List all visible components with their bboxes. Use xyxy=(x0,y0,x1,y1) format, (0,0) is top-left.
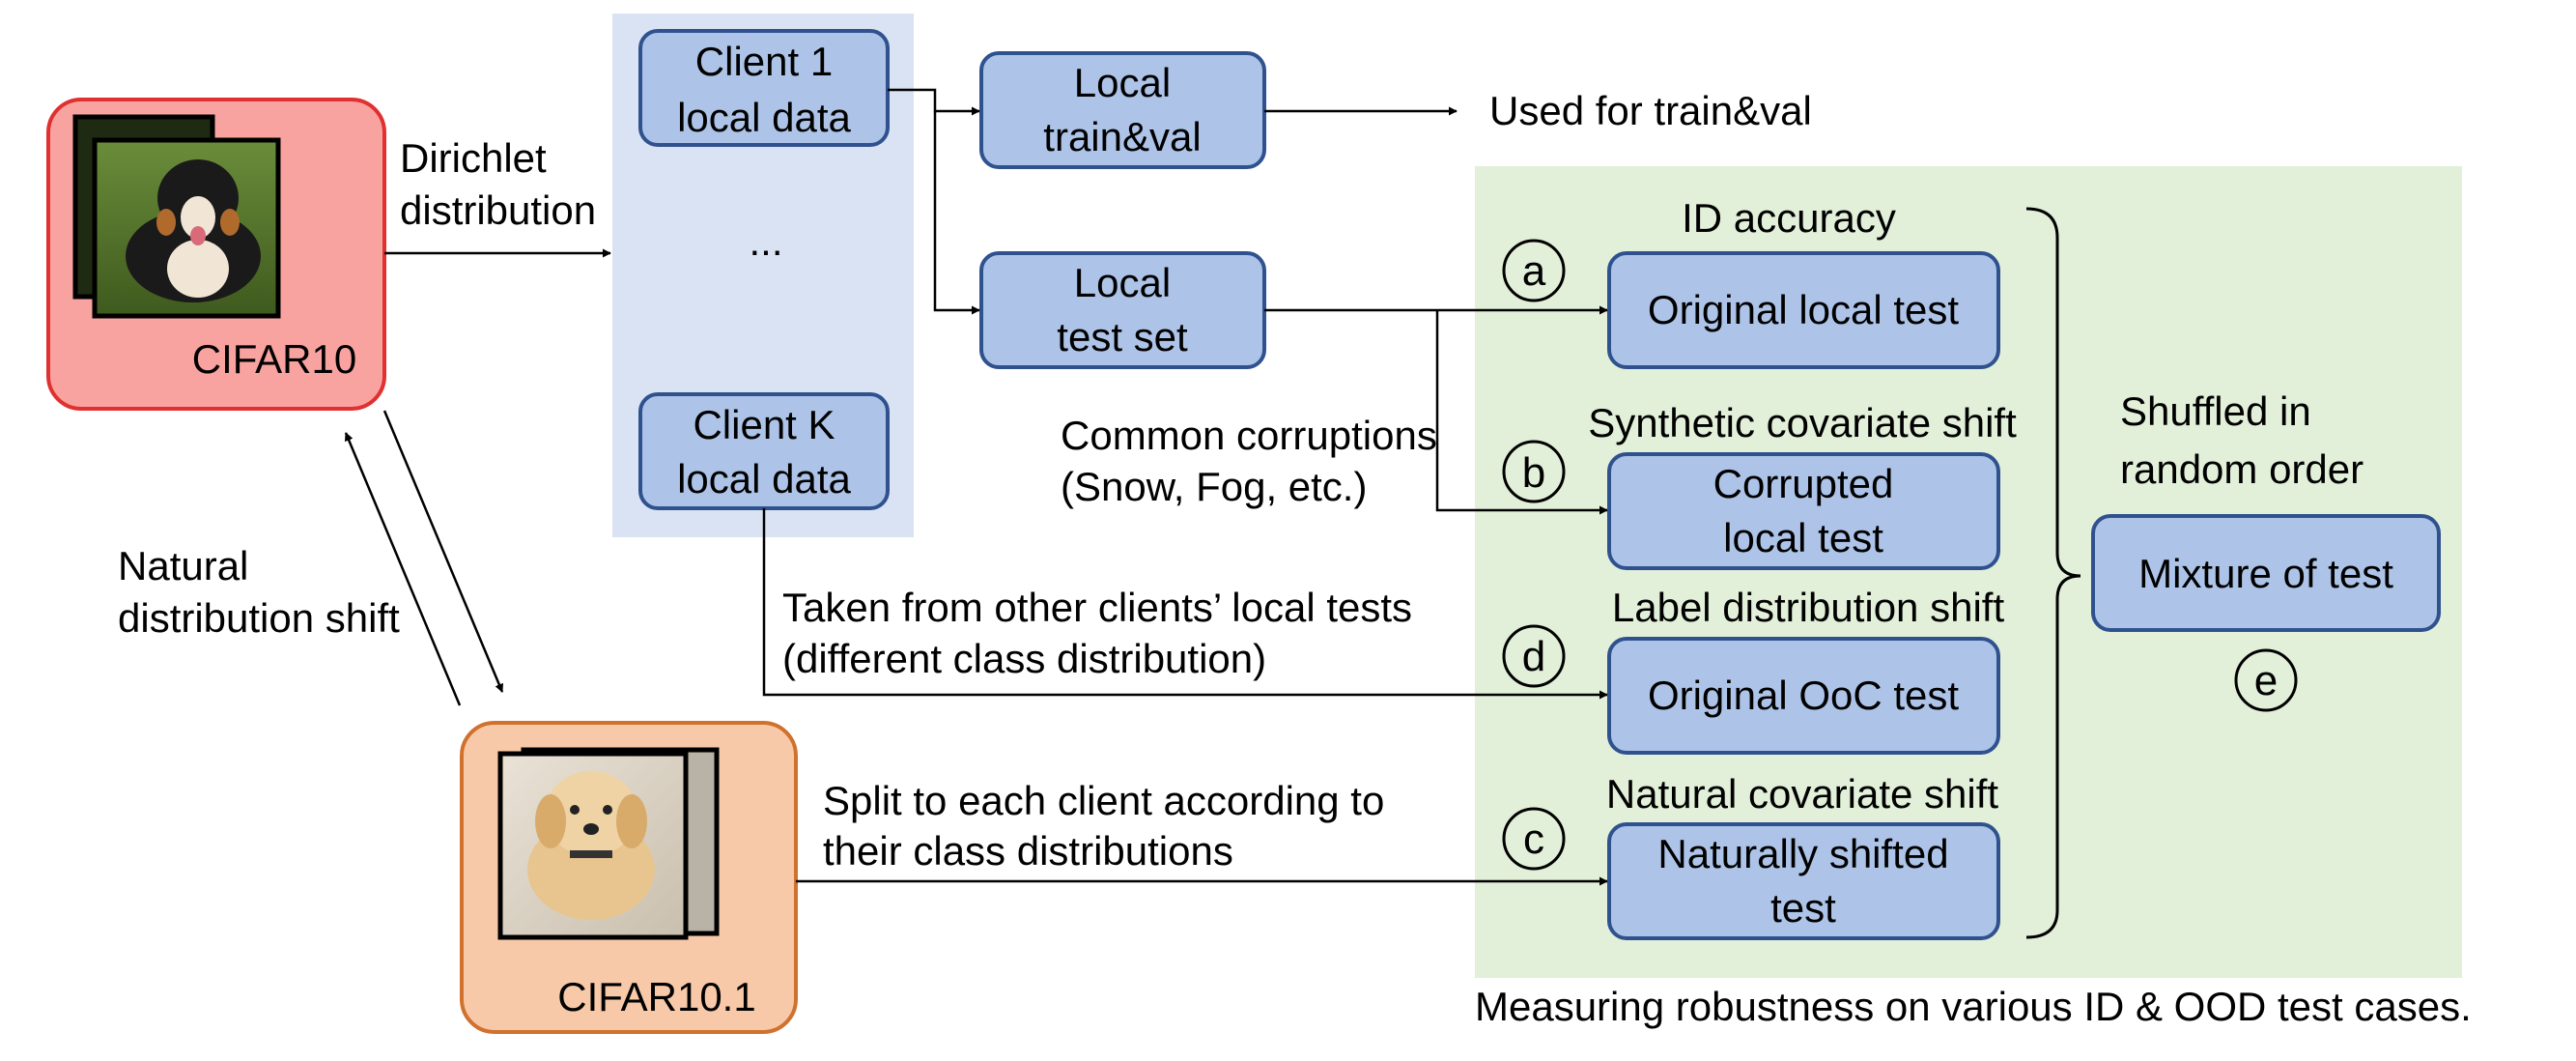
mixture-heading-line2: random order xyxy=(2120,446,2364,492)
dirichlet-label-line2: distribution xyxy=(400,187,596,233)
naturally-shifted-test-box xyxy=(1607,822,2000,940)
caption: Measuring robustness on various ID & OOD… xyxy=(1475,984,2472,1029)
puppy-image-stack xyxy=(497,747,720,940)
corrupted-local-test-label-line2: local test xyxy=(1723,515,1883,560)
cifar10-1-label: CIFAR10.1 xyxy=(557,974,755,1019)
client-1-box xyxy=(638,29,890,147)
original-ooc-test-box xyxy=(1607,637,2000,755)
id-accuracy-heading: ID accuracy xyxy=(1682,195,1896,241)
client-1-label-line2: local data xyxy=(677,95,851,140)
natural-shift-heading: Natural covariate shift xyxy=(1606,771,1999,817)
natural-shift-label-line2: distribution shift xyxy=(118,595,400,641)
marker-e xyxy=(2234,648,2298,712)
marker-a-label: a xyxy=(1522,247,1546,295)
naturally-shifted-test-label-line1: Naturally shifted xyxy=(1657,831,1948,876)
dog-image-stack xyxy=(72,114,281,319)
client-k-label-line1: Client K xyxy=(693,402,835,447)
marker-c xyxy=(1502,807,1566,871)
taken-label-line2: (different class distribution) xyxy=(782,636,1266,681)
trainval-use-label: Used for train&val xyxy=(1489,88,1812,133)
taken-label-line1: Taken from other clients’ local tests xyxy=(782,585,1412,630)
shift-arrow-down xyxy=(382,410,504,693)
original-local-test-label: Original local test xyxy=(1648,287,1959,332)
local-trainval-label-line2: train&val xyxy=(1043,114,1201,159)
client-to-testset-arrow xyxy=(933,111,980,315)
local-test-set-label-line1: Local xyxy=(1074,260,1171,305)
testset-to-corrupted-arrow xyxy=(1435,310,1608,515)
original-ooc-test-label: Original OoC test xyxy=(1648,673,1959,718)
grouping-brace xyxy=(2025,207,2081,939)
label-shift-heading: Label distribution shift xyxy=(1612,585,2005,630)
corruptions-label-line2: (Snow, Fog, etc.) xyxy=(1061,464,1367,509)
mixture-of-test-box xyxy=(2091,514,2441,632)
client-ellipsis: ... xyxy=(749,218,782,264)
marker-e-label: e xyxy=(2254,657,2278,704)
marker-b-label: b xyxy=(1522,449,1545,497)
marker-c-label: c xyxy=(1523,816,1544,863)
marker-d xyxy=(1502,624,1566,688)
client-k-label-line2: local data xyxy=(677,456,851,502)
cifar10-label: CIFAR10 xyxy=(192,336,356,382)
mixture-heading-line1: Shuffled in xyxy=(2120,388,2311,434)
client-to-trainval-arrow xyxy=(888,88,980,116)
original-local-test-box xyxy=(1607,251,2000,369)
split-label-line2: their class distributions xyxy=(823,828,1233,874)
local-test-set-label-line2: test set xyxy=(1057,314,1188,359)
clientk-to-ooc-arrow xyxy=(762,508,1608,700)
client-1-label-line1: Client 1 xyxy=(695,39,833,84)
marker-b xyxy=(1502,440,1566,503)
marker-a xyxy=(1502,239,1566,302)
shift-arrow-up xyxy=(344,432,462,706)
corruptions-label-line1: Common corruptions xyxy=(1061,413,1437,458)
split-label-line1: Split to each client according to xyxy=(823,778,1384,823)
synthetic-shift-heading: Synthetic covariate shift xyxy=(1588,400,2017,445)
corrupted-local-test-box xyxy=(1607,452,2000,570)
dirichlet-label-line1: Dirichlet xyxy=(400,135,547,181)
marker-d-label: d xyxy=(1522,633,1545,680)
mixture-of-test-label: Mixture of test xyxy=(2138,551,2393,596)
natural-shift-label-line1: Natural xyxy=(118,543,248,588)
naturally-shifted-test-label-line2: test xyxy=(1770,885,1836,931)
corrupted-local-test-label-line1: Corrupted xyxy=(1713,461,1894,506)
local-trainval-label-line1: Local xyxy=(1074,60,1171,105)
